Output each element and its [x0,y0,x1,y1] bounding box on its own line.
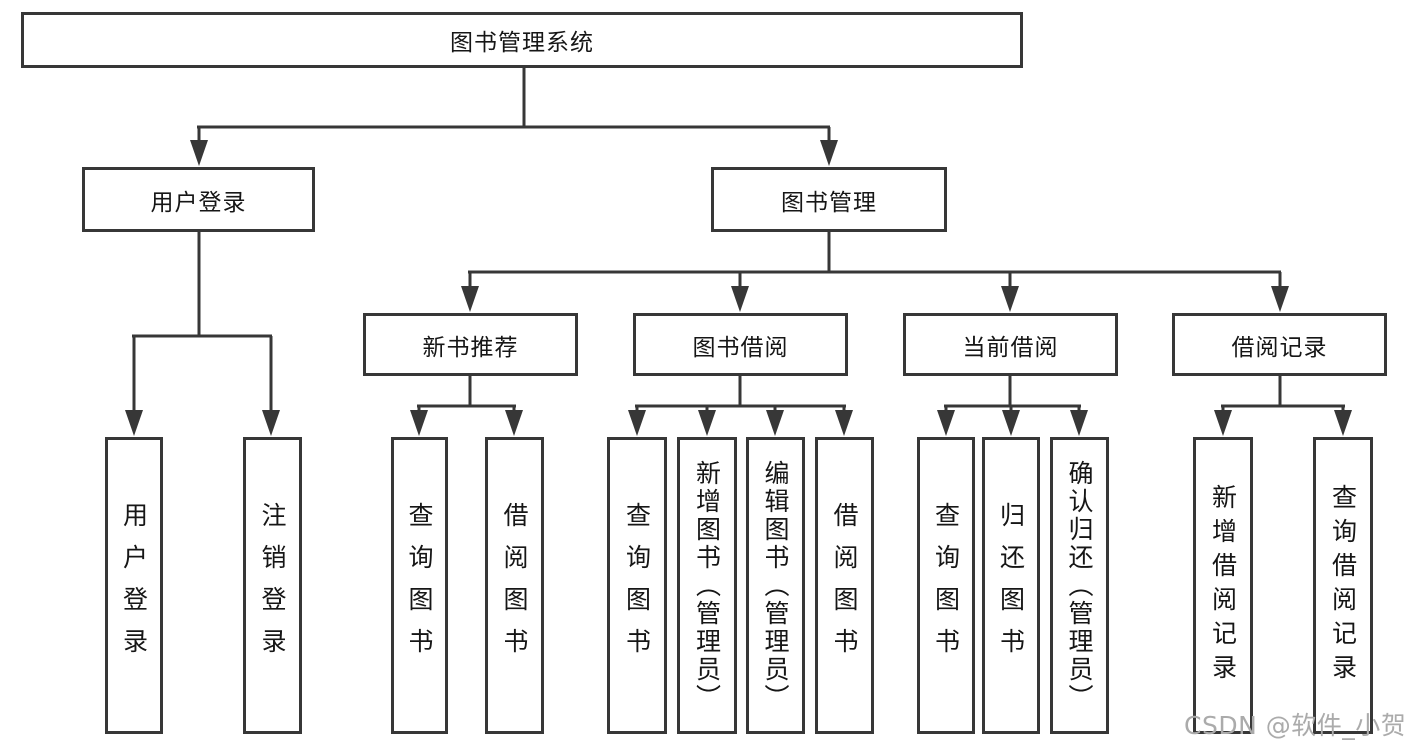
leaf-query-books-label: 查询图书 [931,501,961,670]
node-borrowing-records-label: 借阅记录 [1231,334,1328,361]
node-user-login: 用户登录 [82,167,315,232]
leaf-confirm-return-admin: 确认归还（管理员） [1050,437,1109,734]
leaf-add-books-admin: 新增图书（管理员） [677,437,737,734]
node-book-borrowing-label: 图书借阅 [692,334,789,361]
csdn-watermark: CSDN @软件_小贺同学 [1184,711,1405,740]
leaf-add-books-admin-label: 新增图书（管理员） [692,459,722,712]
leaf-add-borrow-record: 新增借阅记录 [1193,437,1253,734]
leaf-add-borrow-record-label: 新增借阅记录 [1208,483,1238,688]
leaf-borrow-books-label: 借阅图书 [500,501,529,670]
leaf-query-borrow-record-label: 查询借阅记录 [1328,483,1358,688]
node-user-login-label: 用户登录 [150,189,247,216]
leaf-user-login-label: 用户登录 [119,501,149,670]
arrowhead [698,410,716,436]
arrowhead [766,410,784,436]
arrowhead [461,286,479,312]
arrowhead [1271,286,1289,312]
leaf-return-books: 归还图书 [982,437,1040,734]
arrowhead [1001,286,1019,312]
node-new-book-recommend: 新书推荐 [363,313,578,376]
node-borrowing-records: 借阅记录 [1172,313,1387,376]
arrowhead [731,286,749,312]
arrowhead [1334,410,1352,436]
arrowhead [410,410,428,436]
leaf-logout: 注销登录 [243,437,302,734]
leaf-edit-books-admin: 编辑图书（管理员） [746,437,805,734]
node-current-borrowing: 当前借阅 [903,313,1118,376]
node-current-borrowing-label: 当前借阅 [962,334,1059,361]
arrowhead [1214,410,1232,436]
leaf-return-books-label: 归还图书 [996,501,1026,670]
arrowhead [937,410,955,436]
arrowhead [835,410,853,436]
arrowhead [262,410,280,436]
leaf-query-books: 查询图书 [391,437,448,734]
node-book-management-label: 图书管理 [781,189,877,216]
node-root-system: 图书管理系统 [21,12,1023,68]
arrowhead [1070,410,1088,436]
leaf-confirm-return-admin-label: 确认归还（管理员） [1065,459,1094,712]
arrowhead [125,410,143,436]
leaf-borrow-books: 借阅图书 [485,437,544,734]
node-root-label: 图书管理系统 [450,30,594,56]
node-book-borrowing: 图书借阅 [633,313,848,376]
arrowhead [628,410,646,436]
leaf-query-books-label: 查询图书 [405,501,434,670]
node-new-book-recommend-label: 新书推荐 [422,334,519,361]
arrowhead [505,410,523,436]
leaf-edit-books-admin-label: 编辑图书（管理员） [761,459,790,712]
node-book-management: 图书管理 [711,167,947,232]
leaf-query-books-label: 查询图书 [622,501,652,670]
leaf-user-login: 用户登录 [105,437,163,734]
leaf-borrow-books-label: 借阅图书 [830,501,859,670]
leaf-query-books: 查询图书 [917,437,975,734]
arrowhead [820,140,838,166]
leaf-borrow-books: 借阅图书 [815,437,874,734]
leaf-logout-label: 注销登录 [258,501,287,670]
arrowhead [1002,410,1020,436]
arrowhead [190,140,208,166]
leaf-query-books: 查询图书 [607,437,667,734]
leaf-query-borrow-record: 查询借阅记录 [1313,437,1373,734]
